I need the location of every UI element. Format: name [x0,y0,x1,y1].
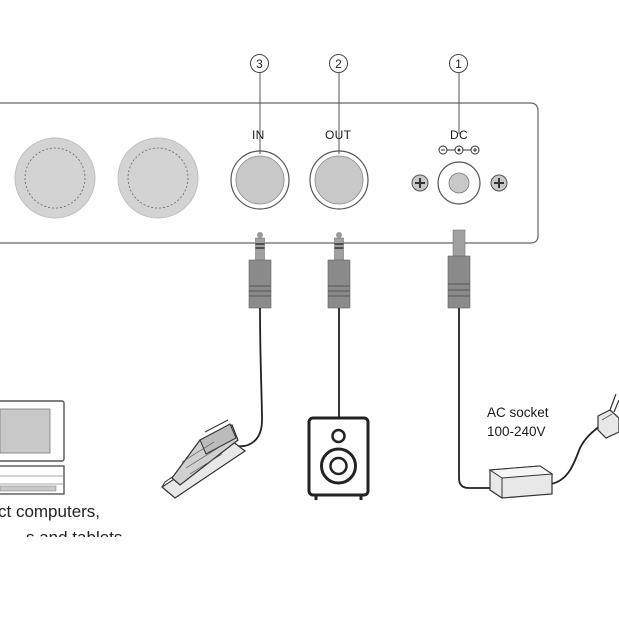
ac-socket-label: AC socket [487,405,549,420]
cable-ac [550,425,601,485]
jack-plug-in [248,232,272,309]
caption-line-1: ct computers, [0,502,101,521]
out-port-label: OUT [325,128,352,142]
jack-plug-out [327,232,351,309]
wall-plug-icon [597,393,619,439]
dc-polarity-icon [438,145,480,155]
ac-adapter-icon [488,465,554,499]
in-jack [230,150,290,210]
ac-voltage-label: 100-240V [487,424,546,439]
out-jack [309,150,369,210]
callout-number-dc: 1 [449,54,468,73]
sustain-pedal-icon [160,419,247,499]
callout-number-out: 2 [329,54,348,73]
screw-right-icon [490,174,508,192]
speaker-icon [307,416,370,500]
computer-icon [0,400,65,495]
caption-line-2: s and tablets [26,528,122,537]
dc-port-label: DC [450,128,468,142]
in-port-label: IN [252,128,265,142]
screw-left-icon [411,174,429,192]
knob-left [14,137,96,219]
dc-plug [447,229,471,309]
cable-dc [458,308,492,489]
caption-line-2-clip: s and tablets [0,528,140,537]
dc-socket [411,161,508,205]
cable-in [235,307,263,448]
knob-right [117,137,199,219]
callout-number-in: 3 [250,54,269,73]
